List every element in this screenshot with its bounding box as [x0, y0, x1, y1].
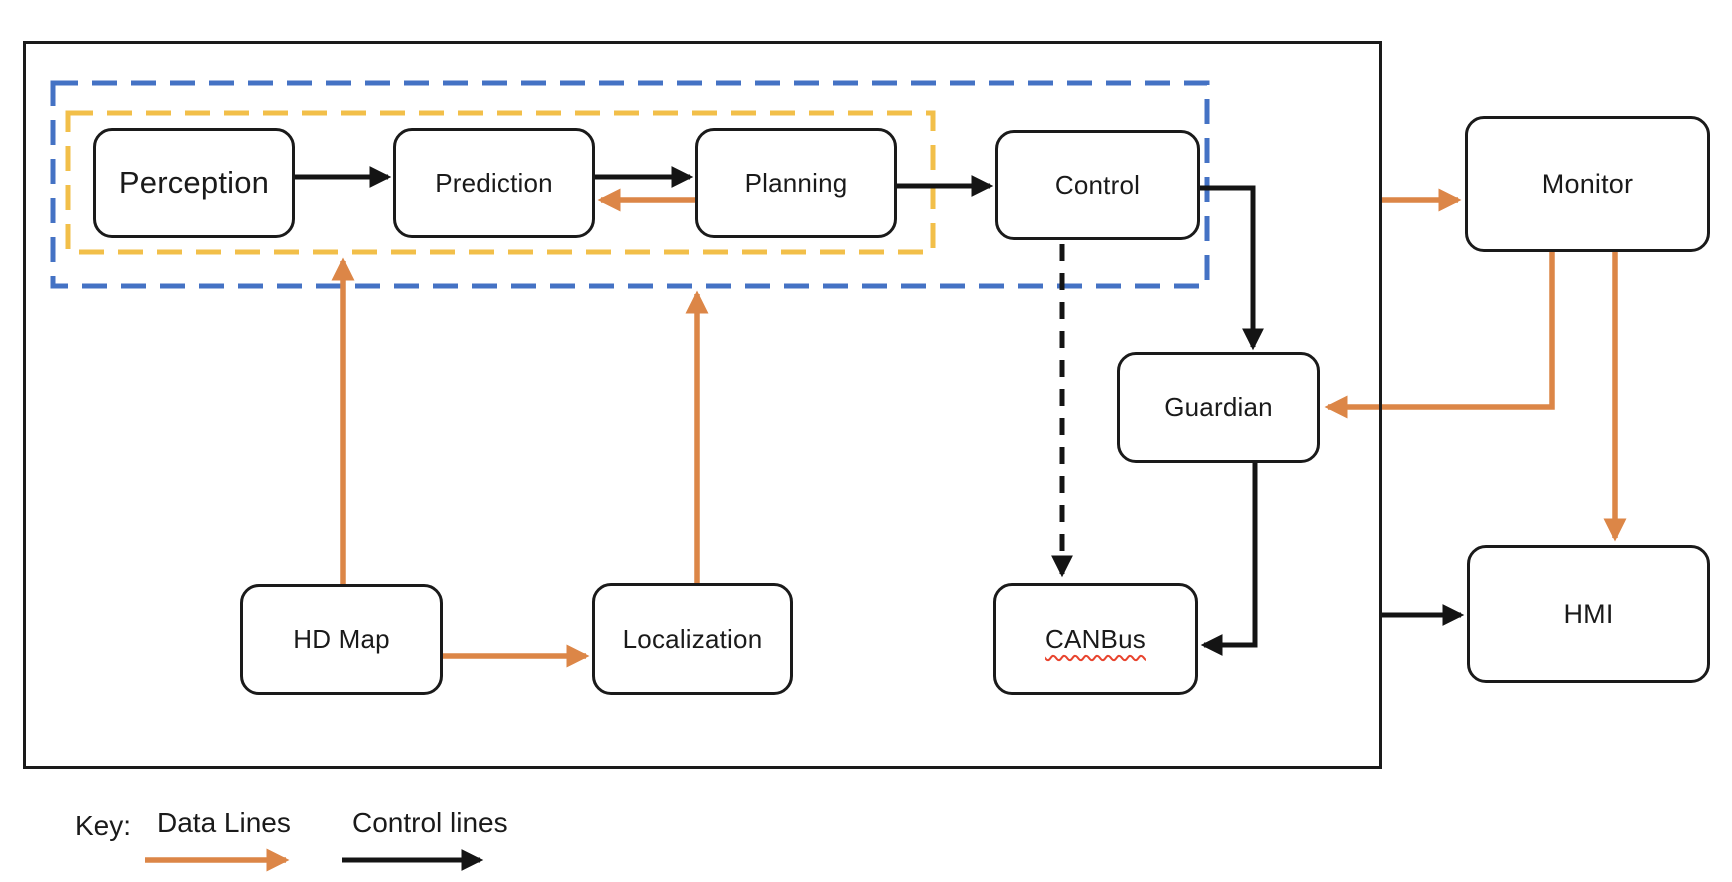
- arrow-control-to-guardian: [1200, 185, 1265, 351]
- node-planning-label: Planning: [744, 167, 848, 198]
- node-planning: Planning: [695, 128, 897, 238]
- node-guardian: Guardian: [1117, 352, 1320, 463]
- node-perception: Perception: [93, 128, 295, 238]
- node-control-label: Control: [1054, 169, 1141, 200]
- node-hd-map-label: HD Map: [293, 624, 390, 654]
- node-localization-label: Localization: [622, 623, 763, 654]
- module-group-outline-blue: [50, 80, 1210, 289]
- node-canbus-label: CANBus: [1045, 623, 1146, 654]
- node-canbus: CANBus: [993, 583, 1198, 695]
- node-hd-map: HD Map: [240, 584, 443, 695]
- module-subgroup-outline-yellow: [65, 110, 936, 255]
- legend-data-lines-label: Data Lines: [157, 807, 291, 838]
- node-monitor-label: Monitor: [1541, 168, 1634, 199]
- node-guardian-label: Guardian: [1164, 392, 1273, 422]
- node-perception-label: Perception: [118, 165, 270, 200]
- legend-key-label: Key:: [75, 810, 132, 841]
- node-monitor: Monitor: [1465, 116, 1710, 252]
- system-boundary-frame: [23, 41, 1382, 769]
- node-localization: Localization: [592, 583, 793, 695]
- node-hmi-label: HMI: [1563, 598, 1614, 629]
- node-hmi: HMI: [1467, 545, 1710, 683]
- legend-control-lines-label: Control lines: [352, 807, 508, 838]
- arrow-guardian-to-canbus: [1200, 463, 1258, 657]
- node-control: Control: [995, 130, 1200, 240]
- node-prediction-label: Prediction: [435, 167, 553, 198]
- node-prediction: Prediction: [393, 128, 595, 238]
- arrow-monitor-to-guardian: [1324, 252, 1555, 419]
